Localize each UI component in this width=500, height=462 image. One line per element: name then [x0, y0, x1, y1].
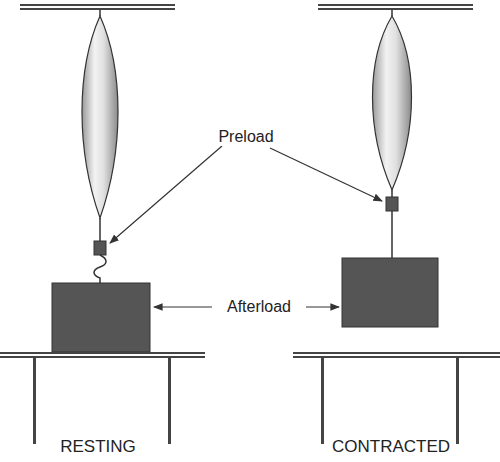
tendon — [99, 218, 101, 241]
callout-label: Preload — [216, 128, 275, 146]
contracted-setup — [293, 4, 500, 444]
ceiling — [20, 8, 175, 10]
ceiling — [318, 4, 473, 6]
table-leg — [168, 358, 171, 444]
afterload-weight — [342, 258, 438, 327]
afterload-weight — [52, 283, 150, 352]
ceiling — [318, 8, 473, 10]
slack-string — [94, 255, 106, 283]
table-top — [0, 352, 205, 354]
preload-weight — [94, 241, 106, 255]
table-leg — [321, 358, 324, 444]
table-top — [0, 356, 205, 358]
taut-string — [391, 211, 393, 258]
leader-arrows — [110, 146, 382, 307]
leader-arrow — [154, 306, 212, 307]
table-top — [293, 356, 500, 358]
muscle — [373, 16, 412, 190]
muscle — [82, 16, 118, 218]
leader-arrow — [110, 146, 222, 243]
leader-arrow — [306, 306, 339, 307]
resting-setup — [0, 4, 205, 444]
tendon — [391, 190, 393, 197]
state-caption: CONTRACTED — [330, 437, 452, 457]
preload-weight — [386, 197, 398, 211]
state-caption: RESTING — [58, 437, 138, 457]
table-leg — [33, 358, 36, 444]
ceiling — [20, 4, 175, 6]
table-top — [293, 352, 500, 354]
callout-label: Afterload — [225, 298, 293, 316]
table-leg — [456, 358, 459, 444]
leader-arrow — [270, 148, 382, 201]
